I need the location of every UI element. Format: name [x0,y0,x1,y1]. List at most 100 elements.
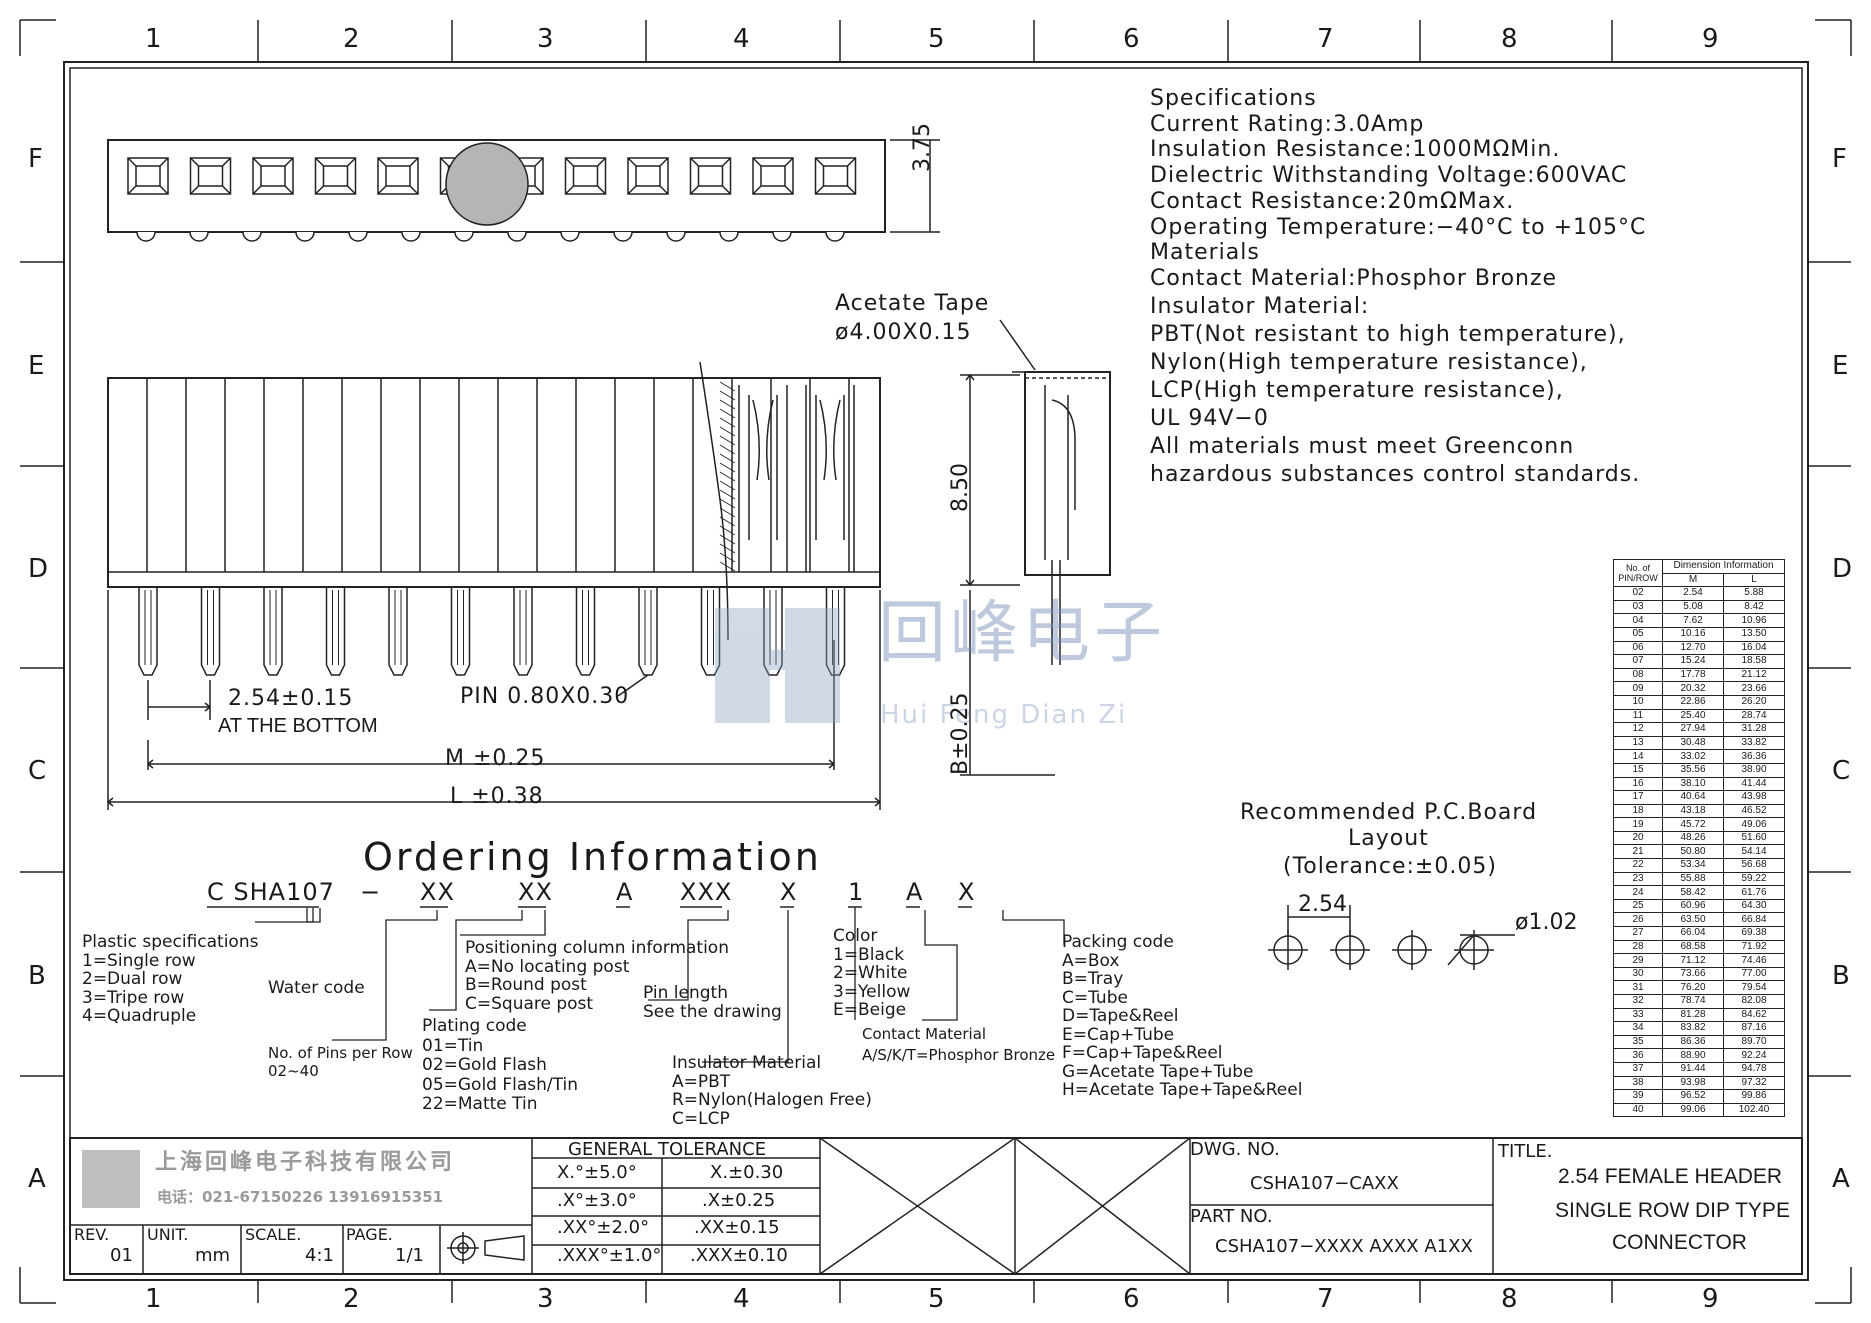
row-label: F [28,144,43,174]
table-cell: 48.26 [1662,830,1724,846]
ordering-line: G=Acetate Tape+Tube [1062,1061,1254,1082]
dim-height-side: 8.50 [948,463,973,512]
watermark-logo [715,608,840,723]
ordering-line: Contact Material [862,1025,987,1043]
table-cell: 97.32 [1723,1075,1785,1091]
table-cell: 37 [1613,1061,1663,1077]
title-label: TITLE. [1498,1141,1553,1162]
ordering-line: Plating code [422,1016,527,1036]
column-label: 7 [1317,1284,1334,1314]
dim-pin: PIN 0.80X0.30 [460,684,630,709]
table-cell: 89.70 [1723,1034,1785,1050]
pcb-tolerance: (Tolerance:±0.05) [1283,854,1497,879]
ordering-line: 2=Dual row [82,969,183,989]
table-cell: 93.98 [1662,1075,1724,1091]
table-cell: 18.58 [1723,654,1785,669]
drawing-border [63,61,1809,1281]
column-label: 4 [733,1284,750,1314]
unit-value: mm [195,1245,231,1266]
table-cell: 24 [1613,885,1663,900]
table-cell: 23.66 [1723,681,1785,696]
column-label: 9 [1702,1284,1719,1314]
table-cell: 21.12 [1723,667,1785,683]
acetate-tape-size: ø4.00X0.15 [835,320,972,345]
table-cell: 88.90 [1662,1048,1724,1063]
table-cell: 27.94 [1662,722,1724,737]
watermark-text-en: Hui Feng Dian Zi [880,700,1128,730]
spec-line: Operating Temperature:−40°C to +105°C [1150,214,1647,240]
table-cell: 07 [1613,654,1663,669]
column-label: 3 [537,1284,554,1314]
table-cell: 41.44 [1723,776,1785,792]
table-cell: 35 [1613,1034,1663,1050]
table-cell: 15.24 [1662,654,1724,669]
table-cell: 71.12 [1662,953,1724,968]
order-code-segment: A [906,878,924,906]
table-cell: 10 [1613,694,1663,710]
table-cell: 99.06 [1662,1102,1724,1118]
ordering-line: 22=Matte Tin [422,1094,538,1114]
table-cell: 22 [1613,858,1663,873]
unit-label: UNIT. [147,1225,189,1244]
row-label: F [1832,144,1847,174]
table-cell: 54.14 [1723,844,1785,860]
tolerance-header: GENERAL TOLERANCE [568,1139,767,1160]
column-label: 5 [928,24,945,54]
table-cell: 36.36 [1723,749,1785,764]
table-cell: 69.38 [1723,926,1785,941]
table-cell: 20.32 [1662,681,1724,696]
order-code-segment: XX [518,878,553,906]
pcb-pitch: 2.54 [1298,892,1347,917]
ordering-line: Pin length [643,983,728,1003]
tolerance-angle: .XX°±2.0° [557,1217,650,1238]
table-cell: 04 [1613,613,1663,628]
company-phone: 电话：021-67150226 13916915351 [157,1188,444,1206]
table-cell: 11 [1613,708,1663,724]
ordering-title: Ordering Information [363,835,822,879]
column-label: 4 [733,24,750,54]
table-cell: 58.42 [1662,885,1724,900]
table-cell: 64.30 [1723,898,1785,914]
dim-m: M ±0.25 [445,746,546,771]
table-cell: 49.06 [1723,817,1785,832]
table-cell: 84.62 [1723,1007,1785,1023]
table-cell: 16 [1613,776,1663,792]
table-header-dim: Dimension Information [1662,559,1785,574]
ordering-line: H=Acetate Tape+Tape&Reel [1062,1080,1303,1100]
table-cell: 102.40 [1723,1102,1785,1118]
table-cell: 38.10 [1662,776,1724,792]
title-line-2: SINGLE ROW DIP TYPE [1555,1199,1790,1222]
row-label: D [28,554,49,584]
table-cell: 74.46 [1723,953,1785,968]
page-label: PAGE. [346,1225,393,1244]
row-label: C [1832,756,1851,786]
table-cell: 12 [1613,722,1663,737]
table-cell: 25.40 [1662,708,1724,724]
page-value: 1/1 [395,1245,424,1266]
tolerance-linear: .XX±0.15 [694,1217,780,1238]
column-label: 1 [145,1284,162,1314]
column-label: 1 [145,24,162,54]
row-label: D [1832,554,1853,584]
table-cell: 10.96 [1723,613,1785,628]
table-cell: 30.48 [1662,735,1724,751]
scale-label: SCALE. [245,1225,302,1244]
table-cell: 28.74 [1723,708,1785,724]
table-cell: 39 [1613,1089,1663,1104]
table-cell: 55.88 [1662,871,1724,887]
